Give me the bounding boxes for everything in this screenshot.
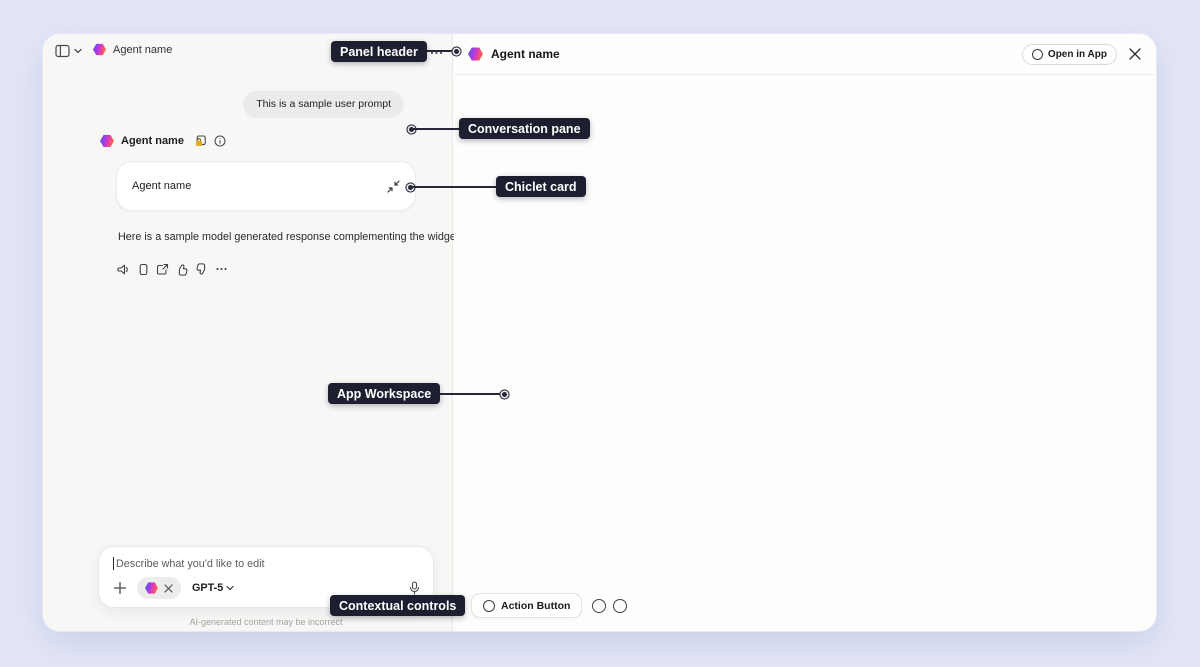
three-dots-icon: [430, 51, 442, 55]
copy-icon[interactable]: [137, 262, 150, 276]
agent-response-text: Here is a sample model generated respons…: [118, 231, 462, 243]
chiclet-card[interactable]: Agent name: [116, 161, 416, 211]
app-workspace: Agent name Open in App Action Button: [454, 34, 1156, 631]
chevron-down-icon: [74, 48, 82, 54]
chiclet-title: Agent name: [132, 180, 192, 192]
workspace-circle-button-2[interactable]: [613, 598, 628, 613]
remove-agent-icon[interactable]: [164, 583, 173, 593]
composer-input[interactable]: Describe what you'd like to edit: [113, 557, 265, 570]
composer-card: Describe what you'd like to edit GPT-5: [98, 546, 434, 608]
panel-agent-name: Agent name: [113, 43, 173, 56]
open-in-app-button[interactable]: Open in App: [1021, 43, 1117, 65]
more-options-icon[interactable]: [215, 262, 228, 276]
workspace-agent-name: Agent name: [491, 47, 560, 61]
add-attachment-button[interactable]: [113, 581, 127, 595]
thumbs-down-icon[interactable]: [195, 262, 208, 276]
workspace-header: Agent name Open in App: [454, 34, 1156, 75]
text-caret: [113, 557, 114, 570]
agent-message-name: Agent name: [121, 135, 184, 147]
workspace-footer: Action Button: [471, 593, 628, 618]
conversation-pane: Agent name This is a sample user prompt …: [43, 34, 462, 631]
agent-context-chip[interactable]: [137, 577, 181, 599]
contextual-controls: GPT-5: [111, 577, 420, 599]
share-icon[interactable]: [156, 262, 169, 276]
agent-message-header: Agent name: [100, 134, 226, 148]
app-circle-icon: [1031, 48, 1043, 60]
open-in-app-label: Open in App: [1047, 48, 1107, 60]
panel-header: Agent name: [43, 34, 452, 74]
info-icon[interactable]: [214, 135, 226, 147]
sidebar-icon: [55, 44, 70, 58]
plus-icon: [113, 581, 127, 595]
model-name: GPT-5: [192, 582, 224, 594]
overflow-menu-button[interactable]: [425, 43, 447, 63]
sidebar-toggle-button[interactable]: [55, 44, 82, 58]
action-button-label: Action Button: [501, 599, 571, 612]
workspace-circle-button-1[interactable]: [592, 598, 607, 613]
chevron-down-icon: [226, 585, 234, 591]
app-window: Agent name This is a sample user prompt …: [42, 33, 1157, 632]
thumbs-up-icon[interactable]: [176, 262, 189, 276]
collapse-icon[interactable]: [387, 179, 400, 193]
microphone-icon[interactable]: [409, 581, 420, 595]
panel-agent-identity: Agent name: [93, 43, 172, 56]
agent-logo-icon: [100, 134, 114, 148]
agent-logo-icon: [145, 582, 158, 594]
permissions-lock-icon: [195, 135, 207, 147]
response-actions: [117, 262, 228, 276]
action-circle-icon: [483, 599, 495, 612]
composer-placeholder: Describe what you'd like to edit: [116, 557, 265, 570]
user-prompt-bubble: This is a sample user prompt: [243, 91, 404, 118]
agent-logo-icon: [93, 43, 106, 56]
model-selector[interactable]: GPT-5: [192, 582, 234, 594]
agent-logo-icon: [468, 47, 483, 61]
close-icon[interactable]: [1128, 47, 1142, 61]
action-button[interactable]: Action Button: [471, 593, 583, 618]
read-aloud-icon[interactable]: [117, 262, 130, 276]
ai-disclaimer: AI-generated content may be incorrect: [189, 617, 343, 627]
